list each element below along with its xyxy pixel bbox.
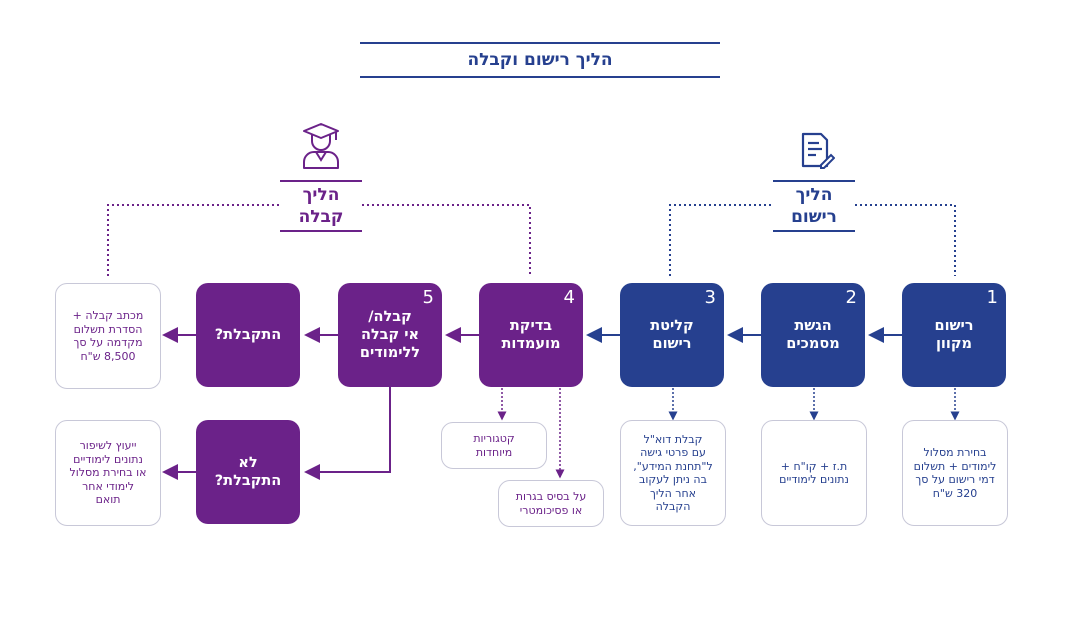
- registration-label-line1: הליך: [795, 185, 833, 205]
- note-line: בחירת מסלול: [923, 446, 987, 459]
- admission-group-label: הליך קבלה: [280, 180, 362, 232]
- note-acceptance-letter: מכתב קבלה + הסדרת תשלום מקדמה על סך 8,50…: [55, 283, 161, 389]
- note-line: נתונים לימודיים: [73, 452, 143, 466]
- step-label-line: אי קבלה: [360, 327, 420, 343]
- step-label-line: רישום: [652, 336, 692, 352]
- note-line: או פסיכומטרי: [519, 503, 583, 517]
- note-line: או בחירת מסלול: [69, 466, 147, 480]
- step-label-line: ללימודים: [359, 345, 421, 361]
- step-number: 1: [986, 287, 998, 308]
- note-line: בה ניתן לעקוב: [639, 473, 707, 486]
- note-line: קטגוריות: [473, 432, 515, 445]
- step-label-line: מקוון: [935, 336, 973, 352]
- admission-label-line1: הליך: [302, 185, 340, 205]
- step-label-line: קליטת: [650, 318, 694, 334]
- note-line: מכתב קבלה +: [72, 309, 144, 322]
- note-line: תואם: [95, 493, 121, 507]
- step-1-online-registration: 1 רישום מקוון: [902, 283, 1006, 387]
- note-line: ת.ז + קו"ח +: [780, 459, 848, 473]
- step-label-line: מועמדות: [501, 336, 561, 352]
- note-matriculation-basis: על בסיס בגרות או פסיכומטרי: [498, 480, 604, 527]
- accepted-label: התקבלת?: [214, 327, 282, 343]
- step-number: 4: [563, 287, 575, 308]
- note-line: ל"תחנת המידע",: [633, 459, 713, 473]
- note-line: מקדמה על סך: [73, 336, 143, 349]
- note-line: דמי רישום על סך: [915, 473, 995, 486]
- step-number: 5: [422, 287, 434, 308]
- step-number: 2: [845, 287, 857, 308]
- note-line: על בסיס בגרות: [515, 490, 587, 503]
- page-title: הליך רישום וקבלה: [467, 50, 613, 70]
- step-label-line: רישום: [934, 318, 974, 334]
- note-line: קבלת דוא"ל: [643, 432, 703, 446]
- step-label-line: מסמכים: [786, 336, 840, 352]
- step-label-line: בדיקת: [509, 318, 553, 334]
- title-bar: הליך רישום וקבלה: [360, 42, 720, 78]
- admission-label-line2: קבלה: [298, 207, 344, 227]
- not-accepted-line: התקבלת?: [214, 473, 282, 489]
- step-4-candidacy-check: 4 בדיקת מועמדות: [479, 283, 583, 387]
- note-line: 320 ש"ח: [932, 486, 978, 500]
- not-accepted-line: לא: [238, 455, 258, 471]
- note-line: עם פרטי גישה: [640, 446, 706, 459]
- note-line: ייעוץ לשיפור: [79, 439, 137, 453]
- step-label-line: הגשת: [794, 318, 832, 334]
- graduate-icon: [303, 123, 339, 169]
- note-improvement-advice: ייעוץ לשיפור נתונים לימודיים או בחירת מס…: [55, 420, 161, 526]
- registration-group-label: הליך רישום: [773, 180, 855, 232]
- registration-bracket: [669, 204, 956, 276]
- note-registration-fee: בחירת מסלול לימודים + תשלום דמי רישום על…: [902, 420, 1008, 526]
- step-number: 3: [704, 287, 716, 308]
- step-label-line: קבלה/: [368, 309, 412, 325]
- document-pen-icon: [801, 132, 835, 169]
- note-line: לימודי אחר: [82, 479, 134, 493]
- note-special-categories: קטגוריות מיוחדות: [441, 422, 547, 469]
- step-5-admission-decision: 5 קבלה/אי קבלה ללימודים: [338, 283, 442, 387]
- note-line: אחר הליך: [649, 486, 697, 500]
- note-documents: ת.ז + קו"ח + נתונים לימודיים: [761, 420, 867, 526]
- note-line: מיוחדות: [475, 445, 513, 459]
- registration-label-line2: רישום: [791, 207, 837, 227]
- note-line: לימודים + תשלום: [913, 459, 997, 473]
- not-accepted-box: לא התקבלת?: [196, 420, 300, 524]
- admission-bracket: [107, 204, 531, 276]
- note-line: הסדרת תשלום: [73, 322, 143, 336]
- accepted-box: התקבלת?: [196, 283, 300, 387]
- step-2-submit-documents: 2 הגשת מסמכים: [761, 283, 865, 387]
- note-line: נתונים לימודיים: [779, 473, 849, 486]
- note-line: הקבלה: [655, 500, 691, 513]
- note-line: 8,500 ש"ח: [80, 349, 136, 363]
- note-email-access: קבלת דוא"ל עם פרטי גישה ל"תחנת המידע", ב…: [620, 420, 726, 526]
- step-3-registration-intake: 3 קליטת רישום: [620, 283, 724, 387]
